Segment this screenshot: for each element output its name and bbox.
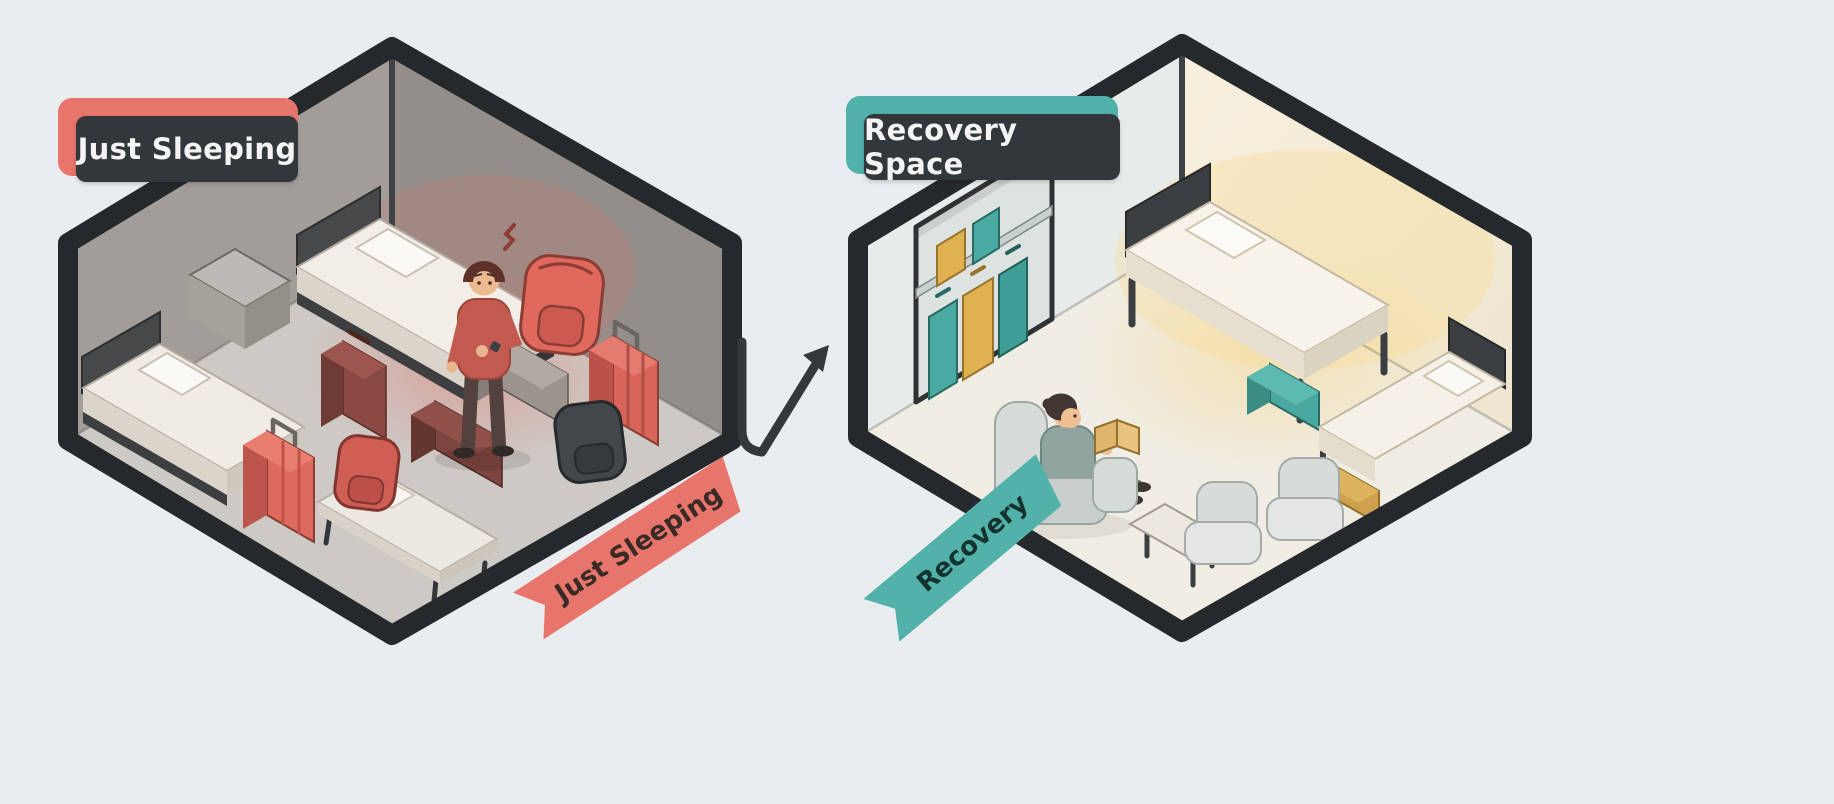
pillow — [1422, 359, 1485, 398]
armchair-2 — [1266, 457, 1344, 541]
badge-label: Just Sleeping — [77, 132, 297, 166]
closet-suitcase-teal — [928, 287, 958, 401]
frustration-mark-icon — [503, 223, 516, 251]
shelf-case-teal — [972, 206, 1000, 266]
closet-suitcase-teal-2 — [998, 244, 1028, 359]
pillow — [1184, 210, 1267, 260]
right-room-recovery — [848, 34, 1532, 642]
suitcase-maroon — [321, 329, 387, 441]
branch-arrow-icon — [737, 337, 829, 457]
backpack-red-large — [519, 254, 605, 356]
backpack-dark — [553, 400, 627, 484]
open-book-icon — [1094, 418, 1140, 456]
pillow — [137, 351, 212, 397]
closet-suitcase-yellow — [962, 265, 994, 382]
bed-main — [1123, 162, 1391, 424]
badge-label: Recovery Space — [864, 113, 1018, 181]
pillow — [354, 227, 440, 279]
luggage-closet — [913, 141, 1055, 405]
left-room-cluttered — [58, 37, 742, 645]
wristwatch-icon — [489, 341, 501, 353]
armchair — [1184, 481, 1262, 565]
bed-side — [1316, 316, 1508, 485]
room-outline — [58, 37, 742, 645]
dresser — [188, 247, 292, 349]
backpack-red-small — [333, 434, 401, 512]
suitcase-red-front — [243, 417, 315, 544]
room-outline — [848, 34, 1532, 642]
shelf-case-yellow — [936, 227, 966, 288]
stressed-person — [435, 223, 531, 471]
